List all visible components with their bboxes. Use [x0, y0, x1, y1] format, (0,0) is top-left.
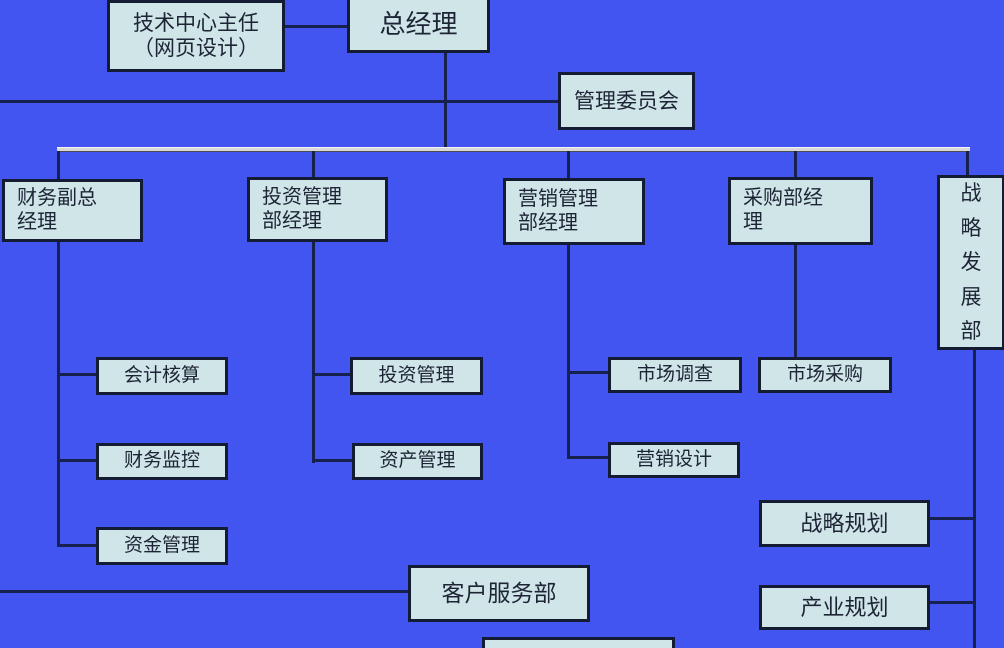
node-marketing-design: 营销设计: [608, 442, 740, 478]
elbow-investment-management: [314, 373, 350, 376]
node-accounting: 会计核算: [96, 357, 228, 395]
node-financial-monitoring: 财务监控: [96, 443, 228, 480]
elbow-strategic-planning: [930, 517, 973, 520]
elbow-market-research: [569, 371, 608, 374]
spine-finance: [57, 242, 60, 547]
node-industry-planning: 产业规划: [759, 585, 930, 630]
spine-marketing: [567, 245, 570, 459]
node-fund-management: 资金管理: [96, 527, 228, 565]
node-management-committee: 管理委员会: [558, 72, 695, 130]
drop-purchasing: [794, 151, 797, 177]
spine-purchasing: [794, 245, 797, 357]
spine-strategy: [973, 350, 976, 648]
node-strategic-planning: 战略规划: [759, 500, 930, 547]
drop-finance: [57, 151, 60, 179]
spine-investment: [312, 242, 315, 463]
node-marketing-dept-manager: 营销管理 部经理: [503, 178, 645, 245]
elbow-fund-management: [59, 544, 96, 547]
elbow-asset-management: [314, 459, 352, 462]
node-market-purchasing: 市场采购: [758, 357, 892, 393]
elbow-financial-monitoring: [59, 459, 96, 462]
node-customer-service: 客户服务部: [408, 565, 590, 622]
node-finance-vp: 财务副总 经理: [2, 179, 143, 242]
node-purchasing-dept-manager: 采购部经 理: [728, 177, 873, 245]
node-investment-management: 投资管理: [350, 357, 483, 395]
connector-committee-horizontal: [0, 100, 558, 103]
elbow-marketing-design: [569, 456, 608, 459]
drop-strategy: [966, 151, 969, 175]
node-asset-management: 资产管理: [352, 443, 483, 480]
node-investment-dept-manager: 投资管理 部经理: [247, 177, 388, 242]
drop-investment: [312, 151, 315, 177]
main-rail-line: [57, 147, 970, 152]
node-bottom-cutoff: [482, 637, 675, 648]
elbow-accounting: [59, 373, 96, 376]
node-general-manager: 总经理: [347, 0, 490, 53]
node-strategy-dept: 战 略 发 展 部: [937, 175, 1004, 350]
node-market-research: 市场调查: [608, 357, 742, 393]
elbow-industry-planning: [930, 601, 973, 604]
connector-tech-to-gm: [285, 25, 347, 28]
connector-customer-service: [0, 590, 408, 593]
node-tech-director: 技术中心主任 （网页设计）: [107, 0, 285, 72]
drop-marketing: [567, 151, 570, 178]
